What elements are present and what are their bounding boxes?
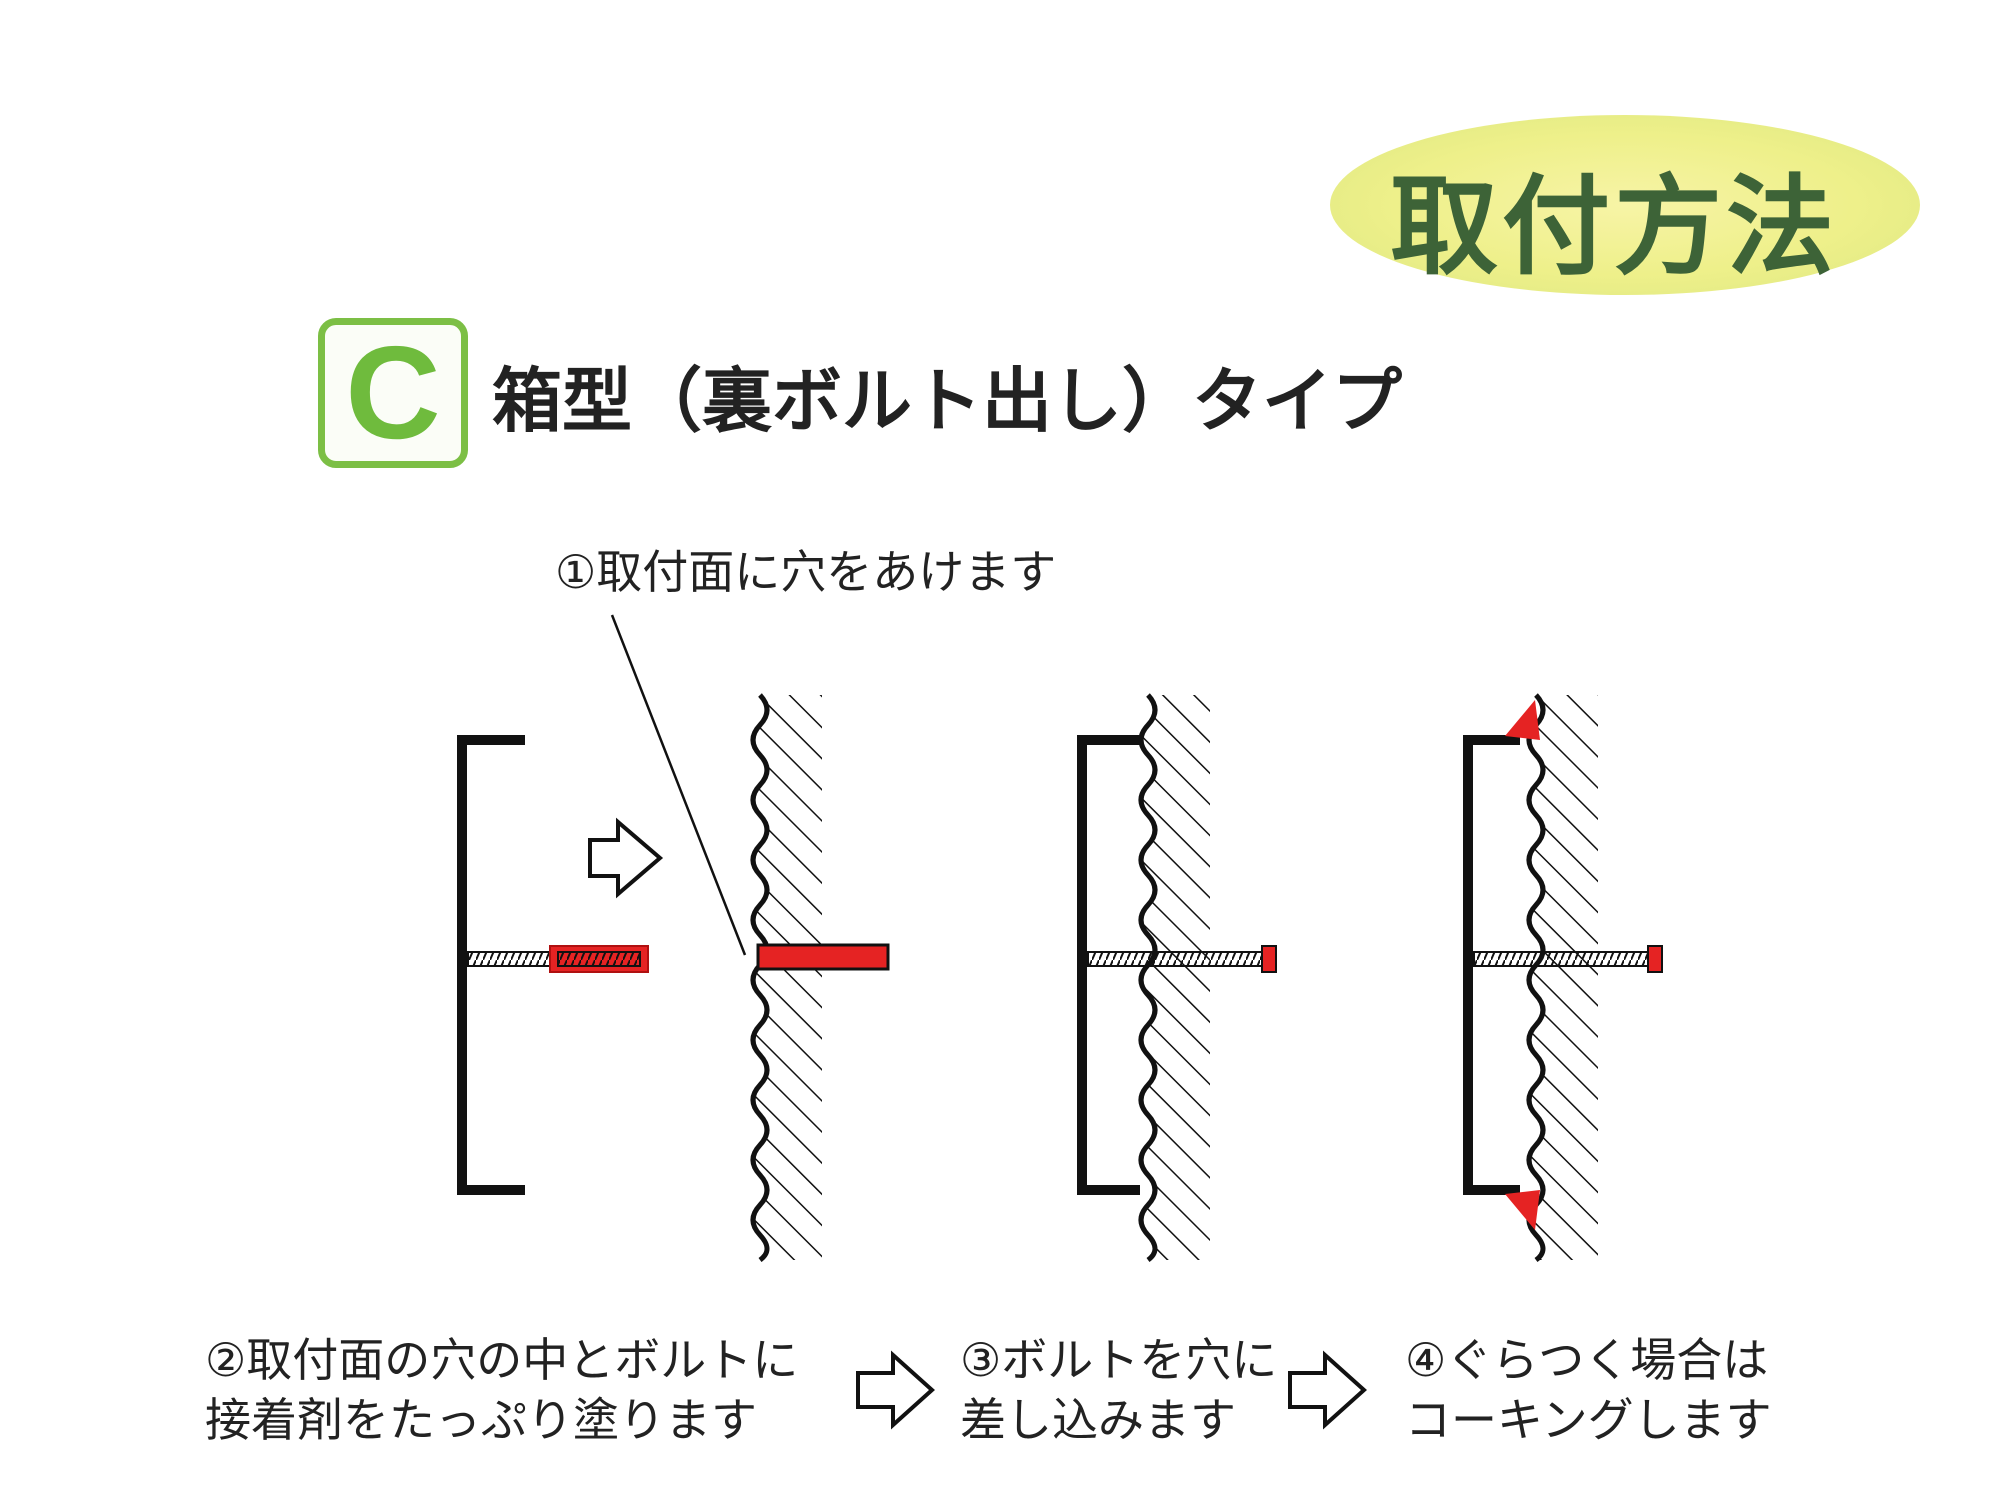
caulking-top [1505, 700, 1540, 740]
bolt-thread-in-adhesive [557, 951, 641, 967]
adhesive-tip [1261, 945, 1277, 973]
method-heading: 取付方法 [1390, 165, 1839, 290]
diagram-wall-with-hole [750, 693, 890, 1263]
caulking-bottom [1505, 1190, 1540, 1230]
diagram-caulked [1463, 693, 1663, 1263]
diagram-bolt-inserted [1077, 693, 1277, 1263]
step-3-label-line2: 差し込みます [960, 1393, 1236, 1447]
arrow-right-icon [588, 817, 664, 899]
leader-line [610, 614, 747, 956]
diagram-box-sign-before [457, 735, 649, 1195]
adhesive-tip [1647, 945, 1663, 973]
adhesive-in-hole [756, 943, 890, 971]
arrow-right-icon [856, 1350, 935, 1430]
type-title: 箱型（裏ボルト出し）タイプ [492, 360, 1402, 442]
arrow-right-icon [1288, 1350, 1367, 1430]
step-2-label-line2: 接着剤をたっぷり塗ります [205, 1393, 757, 1447]
step-4-label-line2: コーキングします [1405, 1393, 1772, 1447]
method-badge [1330, 115, 1920, 295]
bolt [1087, 951, 1269, 967]
type-letter-box: C [318, 318, 468, 468]
bolt [1473, 951, 1655, 967]
type-letter: C [345, 319, 441, 466]
step-2-label-line1: ②取付面の穴の中とボルトに [205, 1333, 799, 1387]
step-1-label: ①取付面に穴をあけます [555, 545, 1057, 599]
step-3-label-line1: ③ボルトを穴に [960, 1333, 1278, 1387]
step-4-label-line1: ④ぐらつく場合は [1405, 1333, 1769, 1387]
